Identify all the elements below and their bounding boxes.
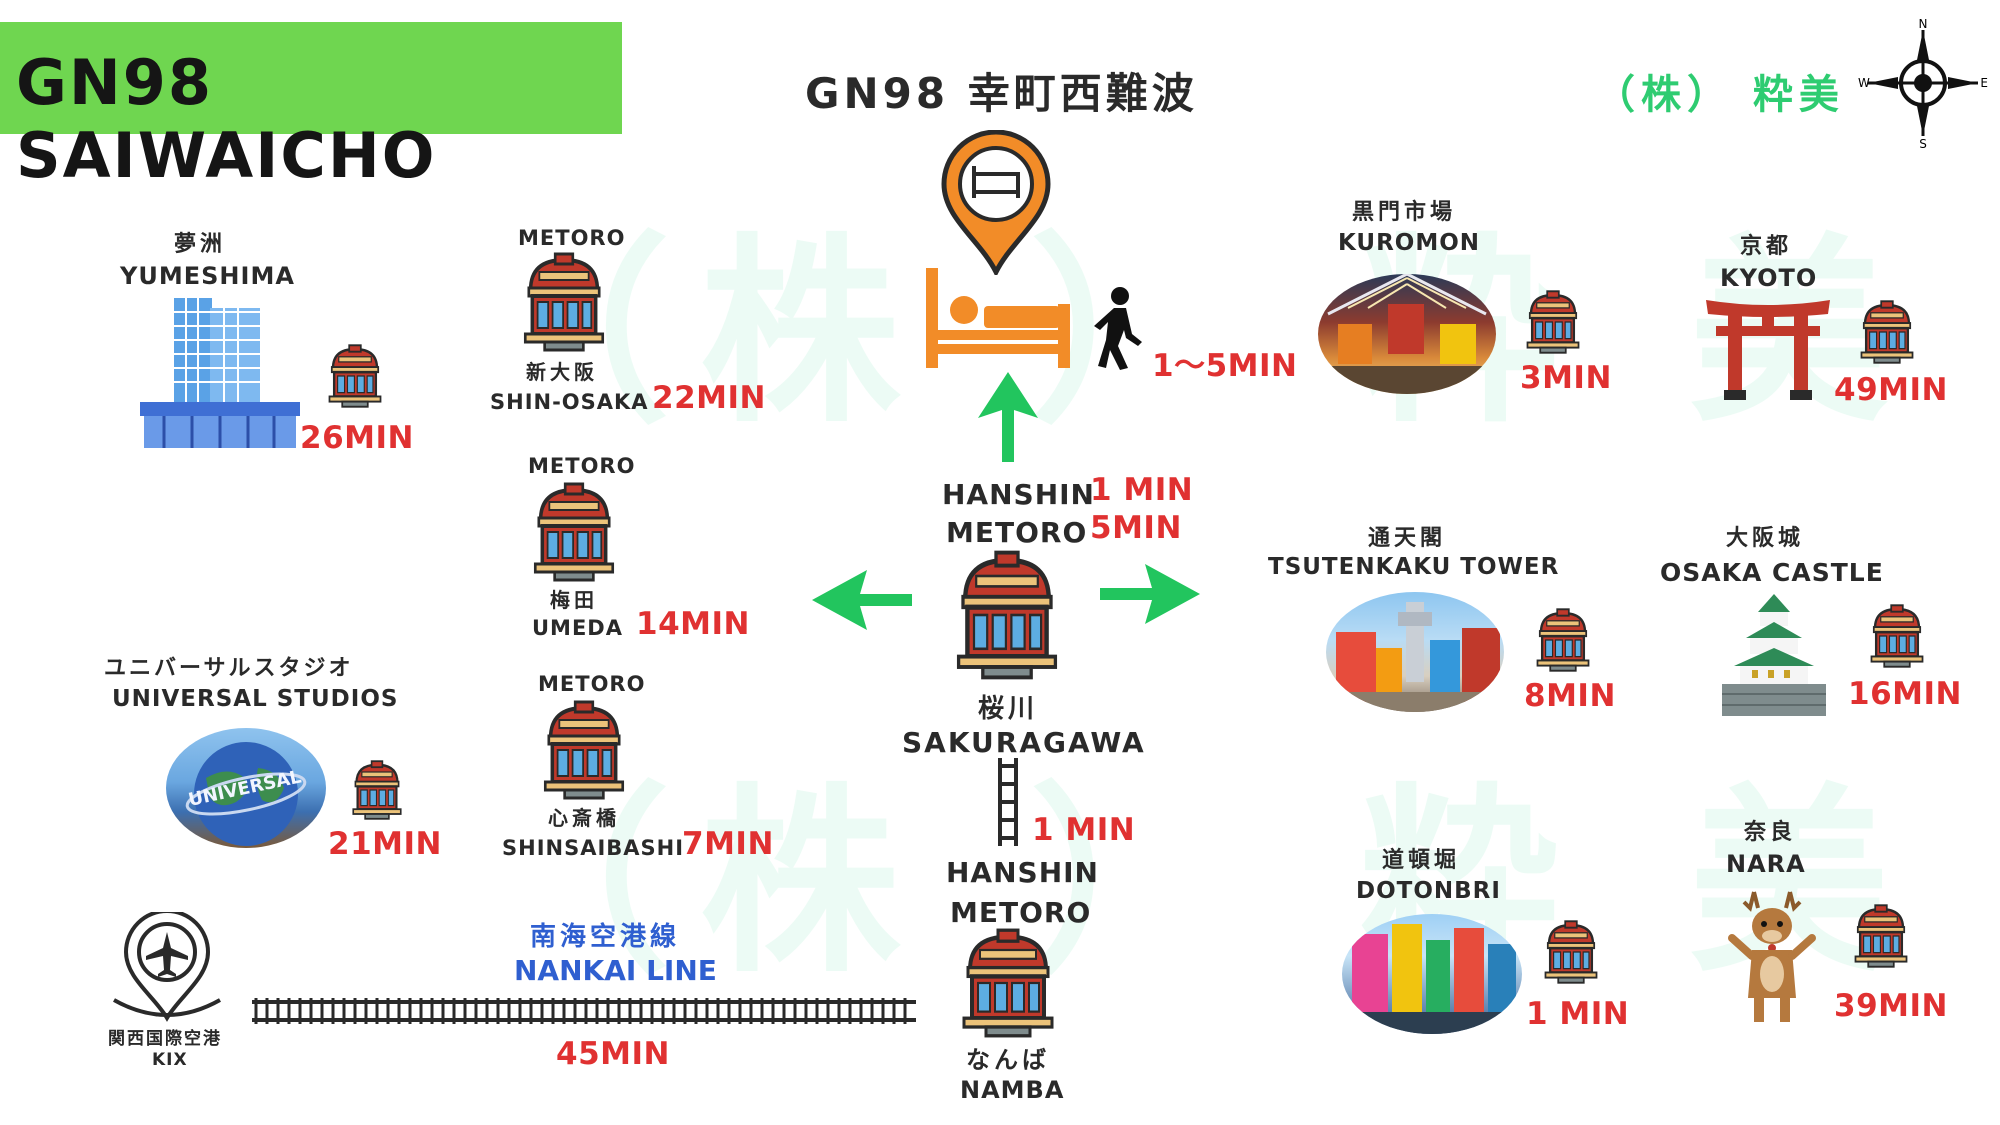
dotonbori-en: DOTONBRI <box>1356 878 1501 904</box>
airport-pin-icon <box>110 912 224 1024</box>
sakuragawa-line1: HANSHIN <box>942 478 1095 511</box>
yumeshima-time: 26MIN <box>300 420 414 456</box>
dotonbori-station-icon <box>1542 920 1600 984</box>
kuromon-market-image <box>1318 274 1496 394</box>
tsutenkaku-station-icon <box>1534 608 1592 672</box>
osaka-castle-time: 16MIN <box>1848 676 1962 712</box>
sakuragawa-line2: METORO <box>946 516 1088 549</box>
osaka-castle-jp: 大阪城 <box>1726 526 1805 551</box>
yumeshima-jp: 夢洲 <box>174 232 227 257</box>
yumeshima-station-icon <box>326 344 384 408</box>
universal-globe-image: UNIVERSAL <box>166 728 326 848</box>
kyoto-station-icon <box>1858 300 1916 364</box>
compass-e: E <box>1980 76 1988 90</box>
shin-osaka-time: 22MIN <box>652 380 766 416</box>
hotel-pin-icon <box>940 130 1052 275</box>
walking-person-icon <box>1088 286 1148 370</box>
walk-time: 1～5MIN <box>1152 348 1298 384</box>
osaka-castle-station-icon <box>1868 604 1926 668</box>
namba-en: NAMBA <box>960 1076 1065 1104</box>
watermark-bottom: （株 ） 粋 美 <box>470 767 1919 1000</box>
title-en: GN98 SAIWAICHO <box>16 46 437 192</box>
nankai-time: 45MIN <box>556 1036 670 1072</box>
dotonbori-jp: 道頓堀 <box>1382 848 1461 873</box>
kyoto-en: KYOTO <box>1720 264 1818 292</box>
universal-jp: ユニバーサルスタジオ <box>104 656 354 681</box>
sakuragawa-station-icon <box>952 550 1062 680</box>
shinsaibashi-station-icon <box>540 700 628 800</box>
kuromon-jp: 黒門市場 <box>1352 200 1457 225</box>
shin-osaka-top: METORO <box>518 226 626 250</box>
kix-en: KIX <box>152 1050 188 1070</box>
sakuragawa-line2-time: 5MIN <box>1090 510 1182 546</box>
umeda-jp: 梅田 <box>550 588 598 612</box>
tsutenkaku-image <box>1326 592 1504 712</box>
umeda-en: UMEDA <box>532 616 623 640</box>
universal-en: UNIVERSAL STUDIOS <box>112 686 399 712</box>
nara-jp: 奈良 <box>1744 820 1797 845</box>
title-banner: GN98 SAIWAICHO <box>0 22 622 192</box>
bed-icon <box>920 268 1070 368</box>
compass-icon: N S W E <box>1858 18 1988 148</box>
universal-time: 21MIN <box>328 826 442 862</box>
rail-vertical-icon <box>996 758 1020 846</box>
dotonbori-image <box>1342 914 1522 1034</box>
nankai-rail-icon <box>252 996 916 1026</box>
namba-line1: HANSHIN <box>946 856 1099 889</box>
yumeshima-building-icon <box>140 298 300 453</box>
shin-osaka-en: SHIN-OSAKA <box>490 390 649 414</box>
brand-name: （株） 粋美 <box>1595 72 1845 118</box>
umeda-time: 14MIN <box>636 606 750 642</box>
tsutenkaku-jp: 通天閣 <box>1368 526 1447 551</box>
namba-station-icon <box>958 928 1058 1038</box>
namba-line2: METORO <box>950 896 1092 929</box>
kyoto-time: 49MIN <box>1834 372 1948 408</box>
arrow-up-icon <box>978 372 1038 462</box>
osaka-castle-icon <box>1712 594 1836 718</box>
shin-osaka-jp: 新大阪 <box>526 360 598 384</box>
sakuragawa-line1-time: 1 MIN <box>1090 472 1194 508</box>
kuromon-en: KUROMON <box>1338 230 1481 256</box>
shinsaibashi-top: METORO <box>538 672 646 696</box>
kyoto-jp: 京都 <box>1740 234 1793 259</box>
arrow-left-icon <box>812 570 912 630</box>
kuromon-time: 3MIN <box>1520 360 1612 396</box>
arrow-right-icon <box>1100 564 1200 624</box>
nankai-en: NANKAI LINE <box>514 954 717 987</box>
shinsaibashi-time: 7MIN <box>682 826 774 862</box>
umeda-station-icon <box>530 482 618 582</box>
osaka-castle-en: OSAKA CASTLE <box>1660 558 1884 587</box>
torii-gate-icon <box>1706 296 1830 400</box>
yumeshima-en: YUMESHIMA <box>120 262 295 290</box>
nara-en: NARA <box>1726 850 1806 878</box>
sakuragawa-en: SAKURAGAWA <box>902 726 1146 759</box>
nankai-jp: 南海空港線 <box>530 922 681 952</box>
tsutenkaku-time: 8MIN <box>1524 678 1616 714</box>
namba-jp: なんば <box>966 1046 1050 1074</box>
nara-station-icon <box>1852 904 1910 968</box>
sakuragawa-jp: 桜川 <box>978 694 1039 724</box>
kix-jp: 関西国際空港 <box>108 1029 222 1049</box>
universal-station-icon <box>350 760 404 820</box>
compass-n: N <box>1919 18 1928 31</box>
tsutenkaku-en: TSUTENKAKU TOWER <box>1268 554 1560 580</box>
rail-time: 1 MIN <box>1032 812 1136 848</box>
shin-osaka-station-icon <box>520 252 608 352</box>
deer-icon <box>1724 886 1820 1026</box>
dotonbori-time: 1 MIN <box>1526 996 1630 1032</box>
kuromon-station-icon <box>1524 290 1582 354</box>
nara-time: 39MIN <box>1834 988 1948 1024</box>
compass-s: S <box>1919 137 1927 148</box>
shinsaibashi-jp: 心斎橋 <box>548 806 620 830</box>
umeda-top: METORO <box>528 454 636 478</box>
title-jp: GN98 幸町西難波 <box>805 69 1198 118</box>
shinsaibashi-en: SHINSAIBASHI <box>502 836 685 860</box>
watermark-top: （株 ） 粋 美 <box>470 217 1919 450</box>
compass-w: W <box>1858 76 1870 90</box>
